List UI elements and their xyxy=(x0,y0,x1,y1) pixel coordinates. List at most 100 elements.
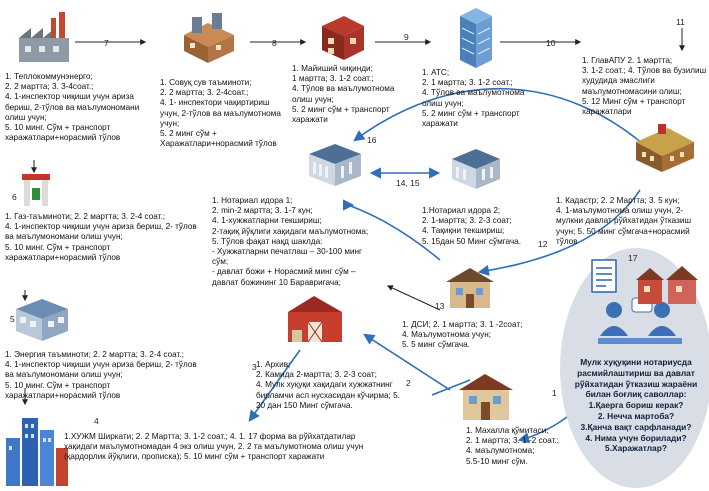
text-line: 4. Нима учун борилади? xyxy=(585,432,687,443)
label-3: 3 xyxy=(252,362,257,372)
label-8: 8 xyxy=(272,38,277,48)
label-4: 4 xyxy=(94,416,99,426)
label-5: 5 xyxy=(10,314,15,324)
factory-icon xyxy=(19,12,69,62)
arrow-16 xyxy=(353,87,651,151)
text-line: 1. АТС; xyxy=(422,68,450,77)
step-glavapu: 1. ГлавАПУ 2. 1 мартта;3. 1-2 соат.; 4. … xyxy=(582,56,707,117)
barn-icon xyxy=(288,296,342,343)
text-line: 4. 1- инспектори чақиртириш учун, 2-тўло… xyxy=(160,98,281,128)
text-line: 4. Тақиқни текшириш; xyxy=(422,226,505,236)
text-line: расмийлаштириш ва давлат xyxy=(577,367,695,378)
text-line: 5. 12 Минг сўм + транспорт харажатлари xyxy=(582,96,686,117)
text-line: 5. Тўлов фақат нақд шаклда: xyxy=(212,236,323,246)
government-building-icon xyxy=(636,124,694,172)
text-line: - Хужжатларни печатлаш – 30-100 минг сўм… xyxy=(212,247,363,267)
house-icon xyxy=(446,268,494,308)
text-line: 5. 2 минг сўм + транспорт харажати xyxy=(422,108,520,129)
label-2: 2 xyxy=(406,378,411,388)
text-line: 1. ДСИ; 2. 1 мартта; 3. 1 -2соат; xyxy=(402,320,523,329)
text-line: Мулк хуқуқини нотариусда xyxy=(580,357,692,367)
text-line: 3.Қанча вақт сарфланади? xyxy=(580,421,692,432)
text-line: рўйхатидан ўтказиш жараёни xyxy=(574,378,698,389)
arrow-13b xyxy=(343,199,441,261)
text-line: 5. 15дан 50 Минг сўмгача. xyxy=(422,236,521,246)
mahalla-house-icon xyxy=(459,374,513,420)
text-line: 1. Энергия таъминоти; 2. 2 мартта; 3. 2-… xyxy=(5,350,184,359)
text-line: 1. Кадастр; 2. 2 Мартта; 3. 5 кун; xyxy=(556,196,680,205)
skyscraper-icon xyxy=(460,8,492,68)
text-line: - давлат божи + Норасмий минг сўм – давл… xyxy=(212,267,356,287)
arrow-12 xyxy=(477,189,641,276)
text-line: 2. 2 мартта; 3. 2-4соат.; xyxy=(160,88,249,98)
step-notary-2: 1.Нотариал идора 2;2. 1-мартта; 3. 2-3 с… xyxy=(422,206,552,247)
text-line: 2. Камида 2-мартта; 3. 2-3 соат; xyxy=(256,370,377,380)
text-line: 4. Маълумотнома учун; xyxy=(402,330,491,340)
label-1: 1 xyxy=(552,388,557,398)
text-line: 4. 1-маълумотнома олиш учун, 2-мулкни да… xyxy=(556,206,692,246)
step-energy-supply: 1. Энергия таъминоти; 2. 2 мартта; 3. 2-… xyxy=(5,350,200,401)
text-line: 4. Тўлов ва маълумотнома олиш учун; xyxy=(292,84,395,104)
step-notary-1: 1. Нотариал идора 1;2. min-2 мартта; 3. … xyxy=(212,196,376,288)
step-ats: 1. АТС;2. 1 мартта; 3. 1-2 соат.;4. Тўло… xyxy=(422,68,544,129)
step-teplokommunenergo: 1. Теплокоммунэнерго;2. 2 мартта; 3. 3-4… xyxy=(5,72,155,143)
step-hujm: 1.ХУЖМ Ширкати; 2. 2 Мартта; 3. 1-2 соат… xyxy=(64,432,364,463)
text-line: 5. 10 минг. Сўм + транспорт харажатлари+… xyxy=(5,123,121,143)
step-gas-supply: 1. Газ-таъминоти; 2. 2 мартта; 3. 2-4 со… xyxy=(5,212,200,263)
label-9: 9 xyxy=(404,32,409,42)
step-mahalla: 1. Махалла қўмитаси;2. 1 мартта; 3. 1 -2… xyxy=(466,426,566,467)
label-7: 7 xyxy=(104,38,109,48)
text-line: 1. Теплокоммунэнерго; xyxy=(5,72,93,81)
text-line: 4. 1-инспектор чиқиши учун ариза бериш, … xyxy=(5,222,197,242)
text-line: 4. 1-хужжатларни текшириш; xyxy=(212,216,322,226)
text-line: 1. Майиший чиқинди; xyxy=(292,64,373,73)
step-household-waste: 1. Майиший чиқинди;1 мартта; 3. 1-2 соат… xyxy=(292,64,412,125)
label-12: 12 xyxy=(538,239,548,249)
text-line: 1. Махалла қўмитаси; xyxy=(466,426,549,435)
text-line: 2. 1 мартта; 3. 1-2 соат.; xyxy=(422,78,513,88)
text-line: 1. Газ-таъминоти; 2. 2 мартта; 3. 2-4 со… xyxy=(5,212,166,221)
text-line: 1.Нотариал идора 2; xyxy=(422,206,501,215)
arrow-1 xyxy=(431,379,471,396)
text-line: билан боғлиқ саволлар: xyxy=(585,389,687,400)
text-line: 2. Нечча мартоба? xyxy=(597,410,675,421)
step-cold-water: 1. Совуқ сув таъминоти;2. 2 мартта; 3. 2… xyxy=(160,78,288,149)
city-skyline-icon xyxy=(6,418,68,486)
text-line: 1.Қаерга бориш керак? xyxy=(588,400,684,411)
document-icon xyxy=(591,259,617,293)
text-line: 1. Нотариал идора 1; xyxy=(212,196,293,205)
text-line: 5. 5 минг сўмгача. xyxy=(402,340,471,350)
label-14-15: 14, 15 xyxy=(396,178,420,188)
text-line: 2. 1 мартта; 3. 1 -2 соат.; xyxy=(466,436,559,446)
text-line: 2. min-2 мартта; 3. 1-7 кун; xyxy=(212,206,313,216)
label-6: 6 xyxy=(12,192,17,202)
text-line: 1.ХУЖМ Ширкати; 2. 2 Мартта; 3. 1-2 соат… xyxy=(64,432,364,462)
label-11: 11 xyxy=(676,17,685,27)
step-dsi: 1. ДСИ; 2. 1 мартта; 3. 1 -2соат;4. Маъл… xyxy=(402,320,552,351)
label-10: 10 xyxy=(546,38,556,48)
arrow-2 xyxy=(363,333,451,391)
arrow-13 xyxy=(386,285,441,311)
text-line: 2. 2 мартта; 3. 3-4соат.; xyxy=(5,82,94,92)
text-line: 5. 10 минг. Сўм + транспорт харажатлари+… xyxy=(5,380,121,400)
text-line: 5.5-10 минг сўм. xyxy=(466,456,528,466)
text-line: 4. Мулк хуқуқи хақидаги хужжатнинг бирла… xyxy=(256,380,400,410)
text-line: 1. ГлавАПУ 2. 1 мартта; xyxy=(582,56,673,65)
text-line: 4. 1-инспектор чиқиши учун ариза бериш, … xyxy=(5,92,140,122)
label-17: 17 xyxy=(628,253,638,263)
text-line: 5.Харажатлар? xyxy=(605,443,667,454)
label-13: 13 xyxy=(435,301,445,311)
notary-office-icon xyxy=(309,144,361,186)
text-line: 5. 2 минг сўм + транспорт харажати xyxy=(292,104,390,125)
waterworks-icon xyxy=(184,13,234,63)
text-line: 2. 1-мартта; 3. 2-3 соат; xyxy=(422,216,512,226)
text-line: 2-тақиқ йўқлиги хақидаги маълумотнома; xyxy=(212,226,369,236)
energy-building-icon xyxy=(16,299,68,341)
waste-building-icon xyxy=(322,16,364,60)
label-16: 16 xyxy=(367,135,377,145)
text-line: 4. маълумотнома; xyxy=(466,446,535,456)
text-line: 1. Архив; xyxy=(256,360,291,369)
text-line: 4. Тўлов ва маълумотнома олиш учун; xyxy=(422,88,525,108)
